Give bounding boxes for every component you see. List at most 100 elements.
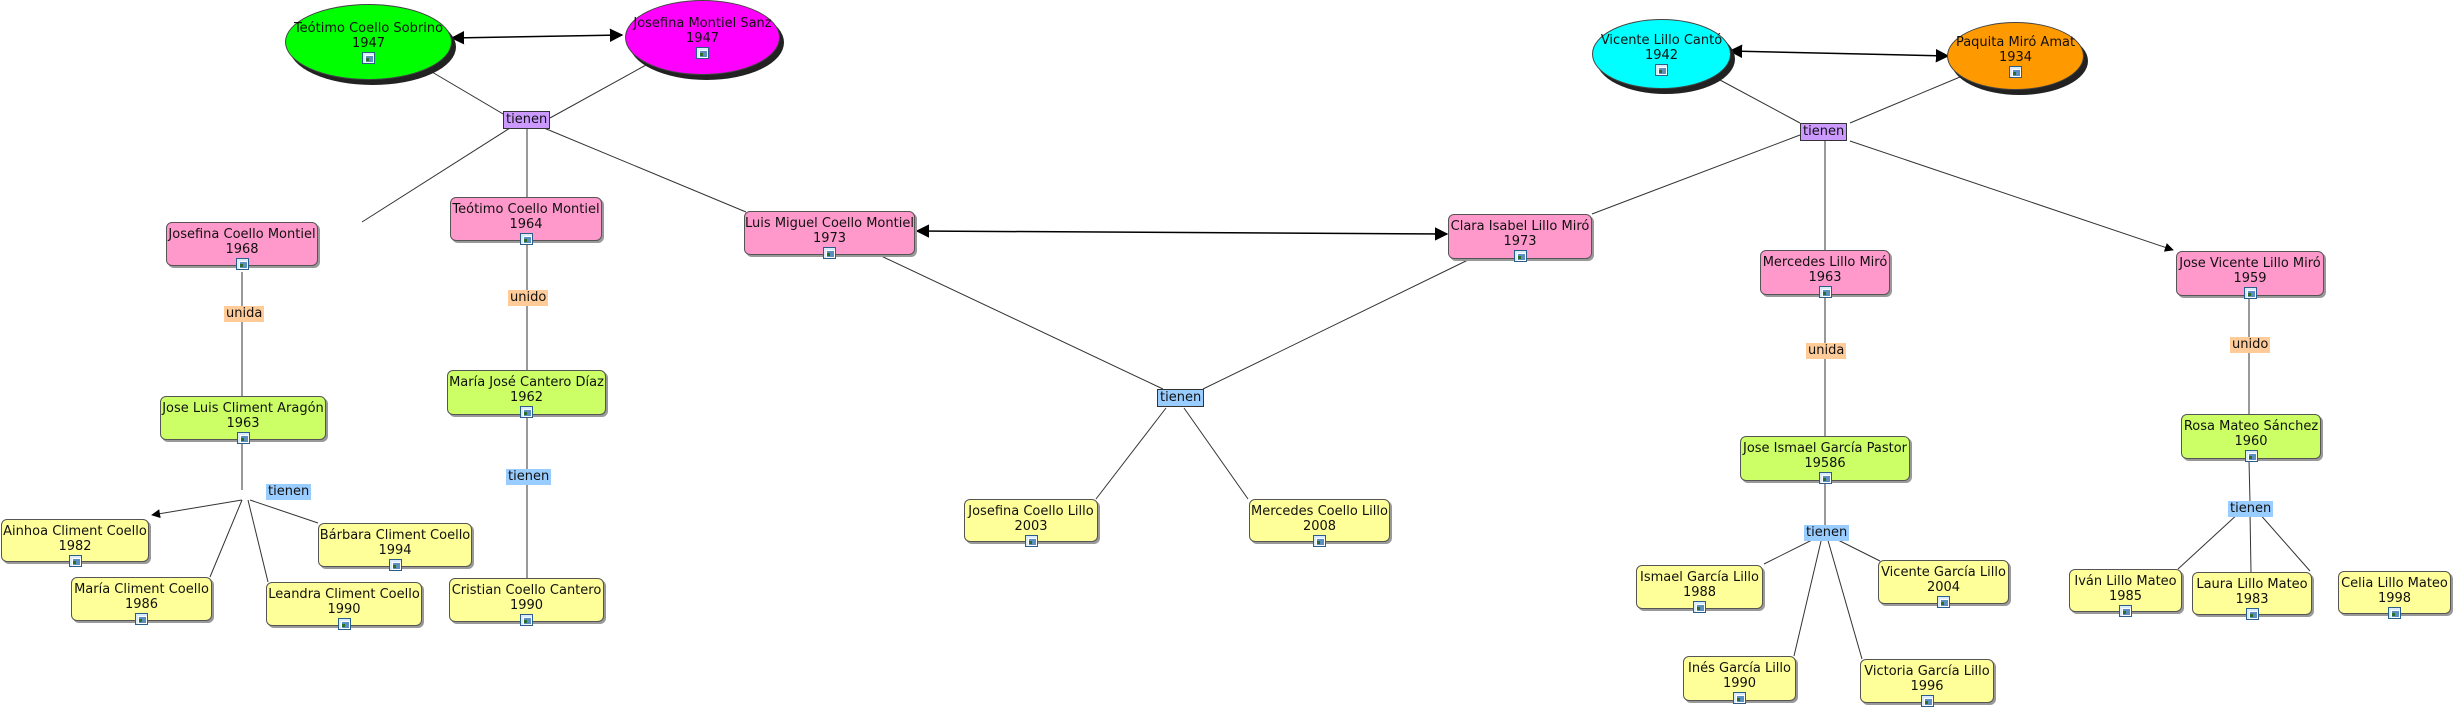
relation-label-tienen[interactable]: tienen <box>266 484 312 500</box>
relation-label-tienen[interactable]: tienen <box>1804 525 1850 541</box>
person-name: Teótimo Coello Sobrino <box>293 20 444 36</box>
person-node-josefina-coello-lillo[interactable]: Josefina Coello Lillo 2003 <box>964 499 1098 547</box>
person-year: 1983 <box>2235 592 2269 607</box>
image-icon[interactable] <box>1313 535 1326 547</box>
person-name: Vicente García Lillo <box>1881 565 2006 580</box>
person-node-luis-miguel-coello-montiel[interactable]: Luis Miguel Coello Montiel 1973 <box>744 211 915 259</box>
person-node-jose-ismael-garcia-pastor[interactable]: Jose Ismael García Pastor 19586 <box>1740 436 1910 484</box>
image-icon[interactable] <box>1655 63 1668 76</box>
relation-label-unido[interactable]: unido <box>2230 337 2271 353</box>
person-name: Josefina Montiel Sanz <box>633 16 772 31</box>
image-icon[interactable] <box>236 432 250 444</box>
person-year: 1934 <box>1998 49 2033 65</box>
relation-label-tienen[interactable]: tienen <box>2228 501 2274 517</box>
person-name: Josefina Coello Lillo <box>968 504 1094 519</box>
image-icon[interactable] <box>1920 695 1934 707</box>
person-year: 1964 <box>509 217 543 232</box>
person-node-mercedes-coello-lillo[interactable]: Mercedes Coello Lillo 2008 <box>1249 499 1390 547</box>
image-icon[interactable] <box>520 406 533 418</box>
person-node-josefina-montiel-sanz[interactable]: Josefina Montiel Sanz 1947 <box>625 0 780 75</box>
person-name: Laura Lillo Mateo <box>2196 577 2308 592</box>
person-year: 1968 <box>225 242 259 257</box>
image-icon[interactable] <box>1513 250 1527 262</box>
person-year: 1959 <box>2233 271 2267 286</box>
image-icon[interactable] <box>519 233 533 245</box>
person-node-josefina-coello-montiel[interactable]: Josefina Coello Montiel 1968 <box>166 222 318 270</box>
person-node-vicente-lillo-canto[interactable]: Vicente Lillo Cantó 1942 <box>1592 19 1731 89</box>
image-icon[interactable] <box>1818 472 1832 484</box>
person-node-teotimo-coello-sobrino[interactable]: Teótimo Coello Sobrino 1947 <box>285 4 452 80</box>
person-year: 1990 <box>327 602 361 617</box>
image-icon[interactable] <box>2119 605 2132 617</box>
person-node-maria-jose-cantero-diaz[interactable]: María José Cantero Díaz 1962 <box>447 370 606 418</box>
relation-label-tienen[interactable]: tienen <box>1800 123 1848 141</box>
person-year: 1947 <box>685 31 720 46</box>
person-name: Clara Isabel Lillo Miró <box>1450 219 1590 234</box>
person-node-victoria-garcia-lillo[interactable]: Victoria García Lillo 1996 <box>1860 659 1994 707</box>
person-name: María Climent Coello <box>74 582 209 597</box>
person-year: 1973 <box>1503 234 1537 249</box>
person-name: Jose Luis Climent Aragón <box>162 401 324 416</box>
person-year: 1988 <box>1682 585 1717 600</box>
relation-label-unida[interactable]: unida <box>224 306 265 322</box>
person-year: 1963 <box>226 416 260 431</box>
person-node-ainhoa-climent-coello[interactable]: Ainhoa Climent Coello 1982 <box>1 519 149 567</box>
person-node-rosa-mateo-sanchez[interactable]: Rosa Mateo Sánchez 1960 <box>2181 414 2321 462</box>
person-node-teotimo-coello-montiel[interactable]: Teótimo Coello Montiel 1964 <box>450 197 602 245</box>
person-year: 1994 <box>378 543 412 558</box>
person-year: 1982 <box>58 539 92 554</box>
person-name: Iván Lillo Mateo <box>2074 574 2177 589</box>
image-icon[interactable] <box>696 47 709 59</box>
person-name: Vicente Lillo Cantó <box>1600 32 1723 48</box>
image-icon[interactable] <box>2244 450 2258 462</box>
image-icon[interactable] <box>520 614 533 626</box>
relation-label-tienen[interactable]: tienen <box>506 469 552 485</box>
person-node-cristian-coello-cantero[interactable]: Cristian Coello Cantero 1990 <box>449 578 604 626</box>
image-icon[interactable] <box>68 555 82 567</box>
image-icon[interactable] <box>2009 65 2022 78</box>
person-node-barbara-climent-coello[interactable]: Bárbara Climent Coello 1994 <box>318 523 472 571</box>
image-icon[interactable] <box>1937 596 1950 608</box>
image-icon[interactable] <box>2243 287 2257 299</box>
person-year: 1985 <box>2108 589 2143 604</box>
image-icon[interactable] <box>1024 535 1038 547</box>
image-icon[interactable] <box>235 258 249 270</box>
person-node-celia-lillo-mateo[interactable]: Celia Lillo Mateo 1998 <box>2338 571 2451 619</box>
image-icon[interactable] <box>388 559 402 571</box>
image-icon[interactable] <box>1818 286 1832 298</box>
image-icon[interactable] <box>823 247 836 259</box>
person-name: Jose Ismael García Pastor <box>1742 441 1908 456</box>
person-node-jose-luis-climent-aragon[interactable]: Jose Luis Climent Aragón 1963 <box>160 396 326 444</box>
person-node-laura-lillo-mateo[interactable]: Laura Lillo Mateo 1983 <box>2192 572 2312 620</box>
person-node-ivan-lillo-mateo[interactable]: Iván Lillo Mateo 1985 <box>2069 569 2182 617</box>
relation-label-unida[interactable]: unida <box>1806 343 1847 359</box>
relation-label-unido[interactable]: unido <box>508 290 549 306</box>
person-node-maria-climent-coello[interactable]: María Climent Coello 1986 <box>71 577 212 625</box>
relation-label-tienen[interactable]: tienen <box>503 111 551 129</box>
person-node-ismael-garcia-lillo[interactable]: Ismael García Lillo 1988 <box>1636 565 1763 613</box>
person-node-ines-garcia-lillo[interactable]: Inés García Lillo 1990 <box>1683 656 1796 704</box>
person-name: Victoria García Lillo <box>1864 664 1990 679</box>
person-name: Jose Vicente Lillo Miró <box>2179 256 2321 271</box>
image-icon[interactable] <box>2245 608 2259 620</box>
person-year: 1998 <box>2377 591 2412 606</box>
person-name: Leandra Climent Coello <box>268 587 420 602</box>
image-icon[interactable] <box>1693 601 1706 613</box>
image-icon[interactable] <box>1733 692 1746 704</box>
person-node-paquita-miro-amat[interactable]: Paquita Miró Amat 1934 <box>1947 22 2084 90</box>
person-node-mercedes-lillo-miro[interactable]: Mercedes Lillo Miró 1963 <box>1760 250 1890 298</box>
image-icon[interactable] <box>337 618 351 630</box>
person-year: 1942 <box>1644 47 1679 63</box>
person-name: Teótimo Coello Montiel <box>452 202 600 217</box>
person-node-jose-vicente-lillo-miro[interactable]: Jose Vicente Lillo Miró 1959 <box>2176 251 2324 299</box>
image-icon[interactable] <box>135 613 148 625</box>
person-node-clara-isabel-lillo-miro[interactable]: Clara Isabel Lillo Miró 1973 <box>1448 214 1592 262</box>
person-node-vicente-garcia-lillo[interactable]: Vicente García Lillo 2004 <box>1878 560 2009 608</box>
person-node-leandra-climent-coello[interactable]: Leandra Climent Coello 1990 <box>266 582 422 630</box>
image-icon[interactable] <box>2388 607 2401 619</box>
relation-label-tienen[interactable]: tienen <box>1157 389 1205 407</box>
person-name: Mercedes Lillo Miró <box>1762 255 1888 270</box>
person-year: 1973 <box>812 231 847 246</box>
image-icon[interactable] <box>362 51 375 64</box>
